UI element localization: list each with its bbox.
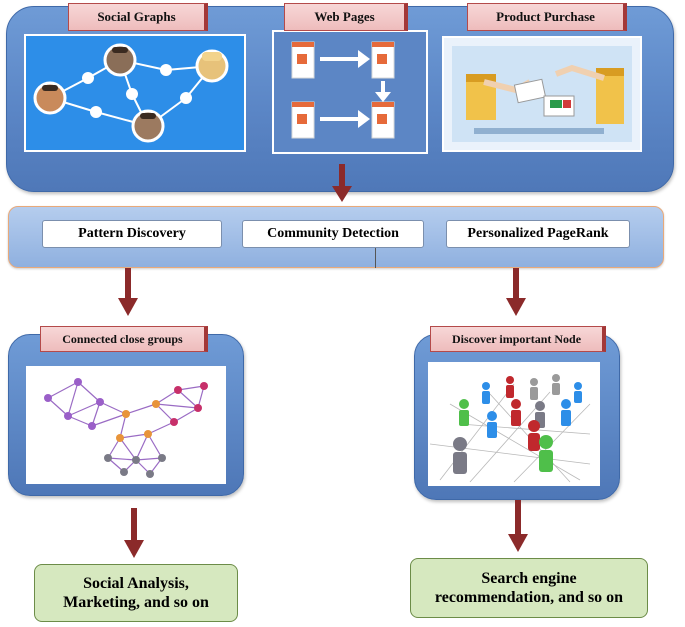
tab-label: Discover important Node [451,331,582,346]
outcome-line: Social Analysis, [83,574,189,592]
social-network-icon [33,43,229,143]
tab-label: Connected close groups [62,331,183,346]
people-network-icon [429,374,591,483]
tab-label: Product Purchase [496,9,595,24]
product-purchase-image [442,36,642,152]
tab-social-graphs: Social Graphs [68,3,208,31]
method-community-detection: Community Detection [242,220,424,248]
arrow-down-icon [508,500,528,554]
outcome-line: Search engine [481,569,577,587]
divider-tick [375,248,376,268]
outcome-search-engine: Search engine recommendation, and so on [410,558,648,618]
outcome-social-analysis: Social Analysis, Marketing, and so on [34,564,238,622]
community-graph-image [26,366,226,484]
outcome-line: Marketing, and so on [63,594,209,611]
method-label: Personalized PageRank [467,226,609,241]
method-personalized-pagerank: Personalized PageRank [446,220,630,248]
arrow-down-icon [506,268,526,318]
community-graph-icon [44,378,208,478]
web-link-graph-icon [291,41,395,139]
web-pages-image [272,30,428,154]
tab-discover-important-node: Discover important Node [430,326,606,352]
tab-label: Web Pages [314,9,375,24]
arrow-down-icon [118,268,138,318]
tab-web-pages: Web Pages [284,3,408,31]
people-network-image [428,362,600,486]
arrow-down-icon [124,508,144,560]
online-shopping-icon [452,46,632,142]
social-graph-image [24,34,246,152]
tab-label: Social Graphs [97,9,176,24]
outcome-line: recommendation, and so on [434,589,624,606]
method-label: Pattern Discovery [78,226,186,241]
tab-connected-close-groups: Connected close groups [40,326,208,352]
method-label: Community Detection [267,226,399,241]
arrow-down-icon [332,164,352,204]
method-pattern-discovery: Pattern Discovery [42,220,222,248]
tab-product-purchase: Product Purchase [467,3,627,31]
